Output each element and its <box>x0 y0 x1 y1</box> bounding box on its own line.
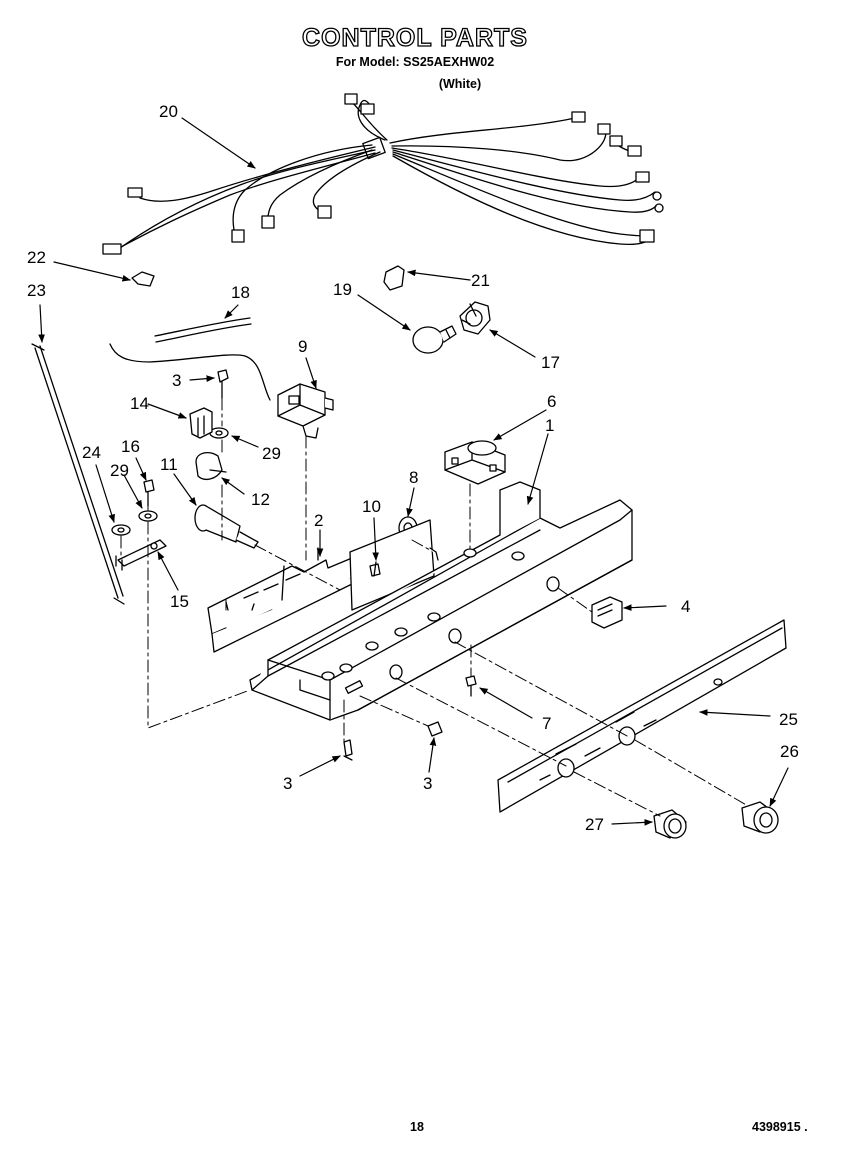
callout-16: 16 <box>121 437 140 456</box>
callout-19: 19 <box>333 280 352 299</box>
callout-23: 23 <box>27 281 46 300</box>
callout-7: 7 <box>542 714 551 733</box>
defrost-timer <box>444 440 506 485</box>
damper-rod <box>31 343 125 605</box>
bracket-screw <box>369 561 381 577</box>
callout-11: 11 <box>160 455 178 474</box>
callout-8: 8 <box>409 468 418 487</box>
switch-part <box>591 596 623 629</box>
callout-1: 1 <box>545 416 554 435</box>
variant-label: (White) <box>438 77 482 91</box>
socket-clip <box>383 265 405 291</box>
control-bracket <box>207 519 435 653</box>
callout-3: 3 <box>423 774 432 793</box>
page-title: CONTROL PARTS <box>301 23 528 52</box>
callout-10: 10 <box>362 497 381 516</box>
knob <box>653 809 687 839</box>
assembly-lines <box>120 397 749 817</box>
callout-14: 14 <box>130 394 149 413</box>
callout-27: 27 <box>585 815 604 834</box>
callout-24: 24 <box>82 443 101 462</box>
callout-22: 22 <box>27 248 46 267</box>
small-hardware <box>111 369 259 571</box>
callout-9: 9 <box>298 337 307 356</box>
housing-screws <box>343 675 477 761</box>
callout-29: 29 <box>262 444 281 463</box>
control-housing <box>249 481 633 721</box>
leader-lines <box>38 117 789 826</box>
callout-15: 15 <box>170 592 189 611</box>
callout-26: 26 <box>780 742 799 761</box>
callout-4: 4 <box>681 597 690 616</box>
callout-12: 12 <box>251 490 270 509</box>
lamp-socket <box>459 301 491 335</box>
thermostat <box>277 383 334 439</box>
callout-6: 6 <box>547 392 556 411</box>
callout-3: 3 <box>172 371 181 390</box>
wire-harness <box>102 93 664 255</box>
callout-20: 20 <box>159 102 178 121</box>
knob <box>741 801 779 834</box>
callout-labels: 20 22 23 18 19 21 17 9 3 14 29 16 29 11 … <box>27 102 799 834</box>
harness-clip <box>131 271 155 287</box>
callout-21: 21 <box>471 271 490 290</box>
document-number: 4398915 . <box>752 1120 808 1134</box>
callout-18: 18 <box>231 283 250 302</box>
callout-2: 2 <box>314 511 323 530</box>
callout-29: 29 <box>110 461 129 480</box>
callout-17: 17 <box>541 353 560 372</box>
capillary-tube <box>109 317 271 401</box>
callout-25: 25 <box>779 710 798 729</box>
model-line: For Model: SS25AEXHW02 <box>335 55 495 69</box>
light-bulb <box>412 325 457 354</box>
callout-3: 3 <box>283 774 292 793</box>
page-number: 18 <box>410 1120 424 1134</box>
